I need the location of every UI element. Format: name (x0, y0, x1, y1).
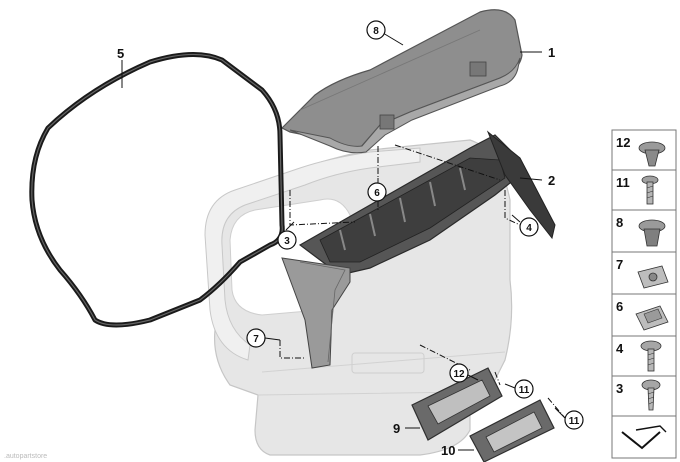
callout-2: 2 (548, 173, 555, 188)
svg-text:7: 7 (616, 257, 623, 272)
callout-11-a: 11 (514, 379, 534, 399)
expanding-clip-icon (638, 219, 666, 247)
svg-text:3: 3 (616, 381, 623, 396)
legend-row-12: 12 (611, 129, 677, 171)
bracket-plate-10 (469, 399, 555, 462)
legend-row-seal (611, 415, 677, 459)
callout-6: 6 (367, 182, 387, 202)
legend-row-6: 6 (611, 293, 677, 337)
svg-text:11: 11 (616, 175, 630, 190)
svg-text:11: 11 (519, 385, 530, 396)
svg-text:3: 3 (284, 236, 290, 247)
legend-row-3: 3 (611, 375, 677, 417)
svg-text:8: 8 (373, 26, 379, 37)
sheet-nut-icon (635, 305, 669, 331)
callout-4: 4 (519, 217, 539, 237)
svg-text:7: 7 (253, 334, 259, 345)
callout-3: 3 (277, 230, 297, 250)
legend-row-4: 4 (611, 335, 677, 377)
callout-10: 10 (441, 443, 455, 458)
legend-row-7: 7 (611, 251, 677, 295)
svg-text:4: 4 (616, 341, 624, 356)
svg-text:6: 6 (616, 299, 623, 314)
svg-text:4: 4 (526, 223, 532, 234)
svg-text:11: 11 (569, 416, 580, 427)
callout-7: 7 (246, 328, 266, 348)
callout-9: 9 (393, 421, 400, 436)
callout-11-b: 11 (564, 410, 584, 430)
svg-text:12: 12 (453, 369, 465, 380)
svg-text:12: 12 (616, 135, 630, 150)
spring-nut-icon (637, 265, 669, 289)
svg-text:8: 8 (616, 215, 623, 230)
push-rivet-icon (638, 141, 666, 167)
callout-12: 12 (449, 363, 469, 383)
seal-profile-icon (621, 425, 667, 450)
callout-8: 8 (366, 20, 386, 40)
parts-legend: 12 11 8 7 (611, 129, 677, 459)
callout-1: 1 (548, 45, 555, 60)
leader-lines (121, 32, 566, 451)
rear-spoiler (280, 9, 523, 154)
watermark: .autopartstore (4, 453, 47, 460)
svg-text:6: 6 (374, 188, 380, 199)
fillister-screw-icon (641, 379, 661, 411)
screw-icon (641, 175, 659, 205)
legend-row-8: 8 (611, 209, 677, 253)
spoiler-carrier (281, 130, 556, 369)
legend-row-11: 11 (611, 169, 677, 211)
callout-5: 5 (117, 46, 124, 61)
flange-bolt-icon (640, 340, 662, 372)
